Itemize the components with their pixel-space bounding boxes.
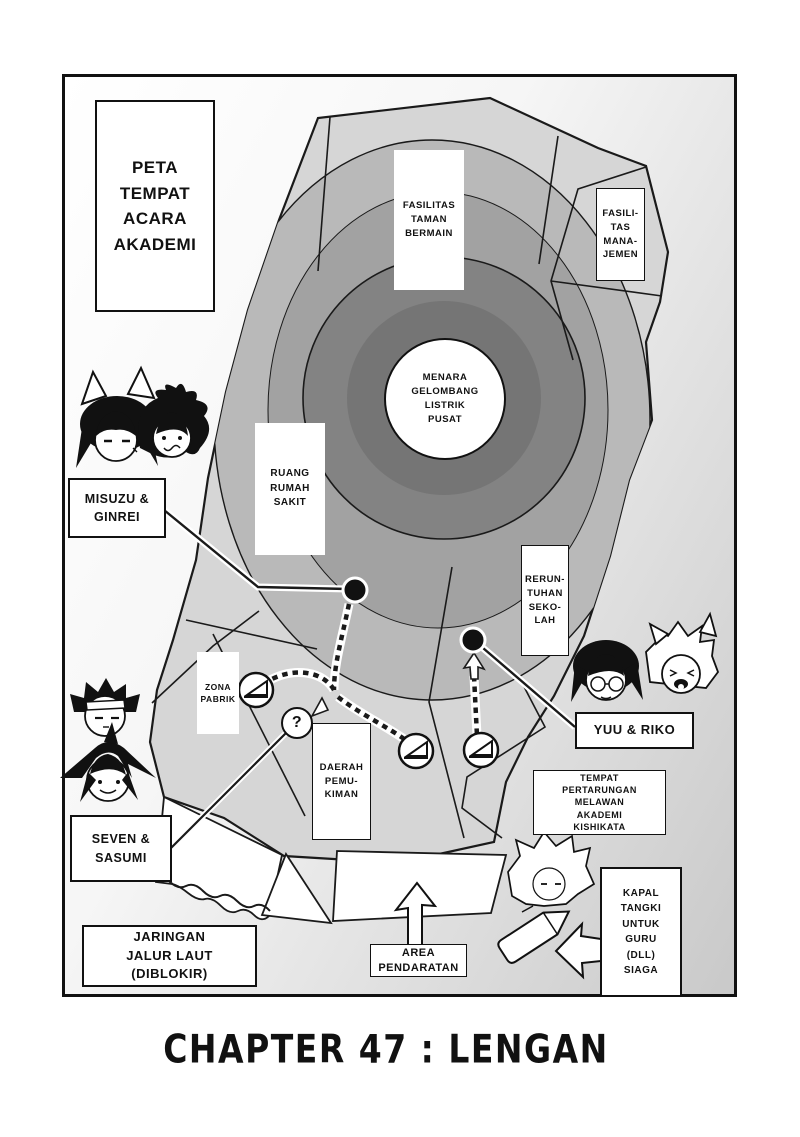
label-daerah-pemukiman: DAERAH PEMU- KIMAN <box>312 723 371 840</box>
label-fasilitas-manajemen: FASILI- TAS MANA- JEMEN <box>596 188 645 281</box>
route-arrow-up-icon <box>462 651 486 680</box>
riko-chibi-icon <box>645 611 720 694</box>
chapter-title: CHAPTER 47 : LENGAN <box>163 1026 609 1073</box>
sector-boundaries <box>151 116 663 839</box>
gate-symbol-icon <box>397 732 435 770</box>
tanker-ship-icon <box>497 910 571 964</box>
misuzu-chibi-icon <box>76 365 158 468</box>
ginrei-chibi-icon <box>138 383 210 458</box>
gate-symbol-icon <box>237 671 275 709</box>
label-taman-bermain: FASILITAS TAMAN BERMAIN <box>394 150 464 290</box>
question-marker: ? <box>281 707 313 739</box>
sasumi-chibi-icon <box>60 722 156 802</box>
label-area-pendaratan: AREA PENDARATAN <box>370 944 467 977</box>
sea-triangle <box>260 852 333 925</box>
callout-kapal-tangki: KAPAL TANGKI UNTUK GURU (DLL) SIAGA <box>600 867 682 997</box>
callout-seven-sasumi: SEVEN & SASUMI <box>70 815 172 882</box>
guru-chibi-icon <box>507 830 596 913</box>
yuu-chibi-icon <box>571 640 643 702</box>
chain-routes <box>265 603 486 745</box>
misuzu-position-dot <box>341 576 369 604</box>
gate-symbol-icon <box>462 731 500 769</box>
label-zona-pabrik: ZONA PABRIK <box>197 652 239 734</box>
landing-up-arrow-icon <box>393 881 438 947</box>
yuu-position-dot <box>459 626 487 654</box>
route-arrow-to-question <box>310 696 330 718</box>
map-title-box: PETA TEMPAT ACARA AKADEMI <box>95 100 215 312</box>
label-jaringan-jalur-laut: JARINGAN JALUR LAUT (DIBLOKIR) <box>82 925 257 987</box>
tanker-left-arrow-icon <box>554 921 602 980</box>
seven-chibi-icon <box>70 678 140 737</box>
sea-route-wavy-line <box>168 880 271 912</box>
label-reruntuhan-sekolah: RERUN- TUHAN SEKO- LAH <box>521 545 569 656</box>
label-ruang-rumah-sakit: RUANG RUMAH SAKIT <box>255 423 325 555</box>
callout-connectors <box>161 507 578 854</box>
callout-misuzu-ginrei: MISUZU & GINREI <box>68 478 166 538</box>
callout-yuu-riko: YUU & RIKO <box>575 712 694 749</box>
label-menara-gelombang: MENARA GELOMBANG LISTRIK PUSAT <box>384 338 506 460</box>
label-tempat-pertarungan: TEMPAT PERTARUNGAN MELAWAN AKADEMI KISHI… <box>533 770 666 835</box>
